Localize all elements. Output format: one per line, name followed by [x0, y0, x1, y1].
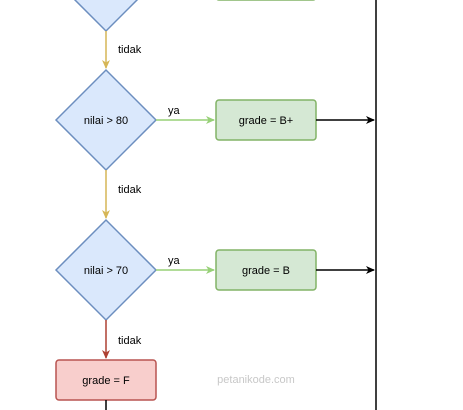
result-label-grade-b: grade = B	[242, 265, 290, 277]
decision-top-partial	[73, 0, 139, 33]
edge-label-no-2: tidak	[118, 184, 142, 196]
result-label-grade-b-plus: grade = B+	[239, 115, 293, 127]
edge-label-yes-1: ya	[168, 105, 181, 117]
edge-label-no-3: tidak	[118, 335, 142, 347]
decision-label-nilai-70: nilai > 70	[84, 265, 128, 277]
edge-label-no-1: tidak	[118, 44, 142, 56]
edge-label-yes-2: ya	[168, 255, 181, 267]
result-label-grade-f: grade = F	[82, 375, 130, 387]
watermark-text: petanikode.com	[217, 374, 295, 386]
decision-label-nilai-80: nilai > 80	[84, 115, 128, 127]
